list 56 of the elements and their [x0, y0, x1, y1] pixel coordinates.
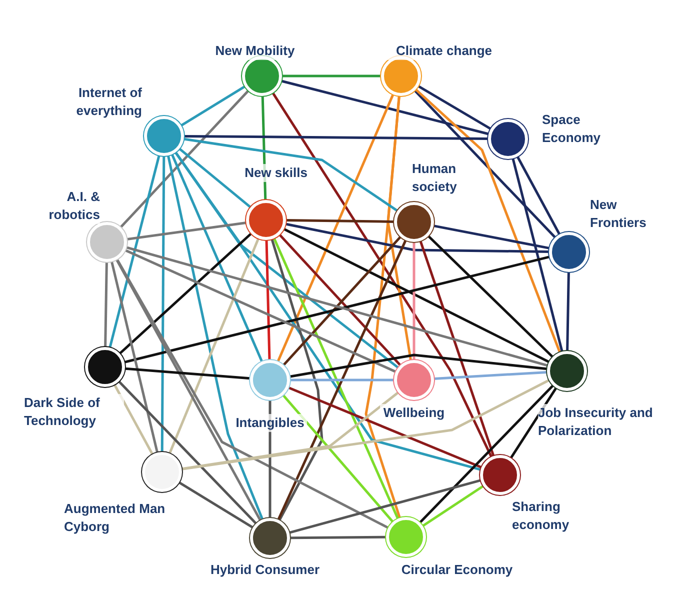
connector-line [178, 148, 252, 208]
connector-line [120, 90, 250, 228]
connector-line [270, 238, 324, 521]
connector-line [422, 484, 484, 528]
connector-line [180, 85, 246, 127]
connector-line [184, 134, 488, 140]
connector-line [282, 394, 394, 523]
connector-line [281, 80, 489, 136]
connector-line [104, 262, 108, 348]
connector-line [288, 386, 482, 469]
connector-line [283, 228, 550, 364]
connector-line [170, 154, 264, 362]
connector-line [276, 94, 394, 362]
connector-line [110, 261, 159, 453]
connector-line [516, 156, 561, 235]
connector-line [433, 224, 550, 250]
connector-line [124, 367, 250, 380]
connector-line [265, 240, 271, 360]
connector-line [118, 232, 252, 354]
connector-line [512, 158, 564, 352]
connector-line [418, 85, 492, 130]
connector-line [182, 391, 400, 470]
connector-line [290, 378, 394, 382]
connector-line [174, 152, 399, 369]
connector-line [414, 90, 556, 238]
connector-line [419, 240, 495, 456]
connector-line [118, 380, 257, 524]
connector-line [412, 242, 416, 360]
connector-line [178, 481, 254, 529]
connector-line [286, 219, 394, 223]
connector-line [289, 354, 548, 378]
connector-line [108, 155, 160, 348]
connector-line [419, 384, 554, 524]
connector-line [124, 249, 396, 373]
connector-line [414, 88, 561, 353]
connector-line [290, 536, 386, 540]
connector-line [364, 96, 401, 518]
connector-line [126, 221, 246, 241]
connector-line [272, 92, 493, 458]
connector-line [160, 156, 166, 452]
connector-line [174, 152, 482, 471]
connector-line [285, 222, 550, 253]
topic-label: Dark Side of Technology [24, 394, 124, 430]
connector-line [510, 387, 558, 459]
connector-line [113, 384, 154, 455]
connector-line [427, 235, 554, 358]
connector-line [282, 74, 381, 78]
connector-line [182, 378, 550, 470]
connector-line [184, 138, 398, 212]
connector-line [566, 272, 570, 352]
connector-line [166, 155, 264, 520]
connector-line [434, 370, 548, 380]
connector-line [168, 238, 260, 454]
connector-line [288, 479, 482, 534]
connector-line [116, 258, 262, 522]
connector-line [116, 258, 389, 529]
